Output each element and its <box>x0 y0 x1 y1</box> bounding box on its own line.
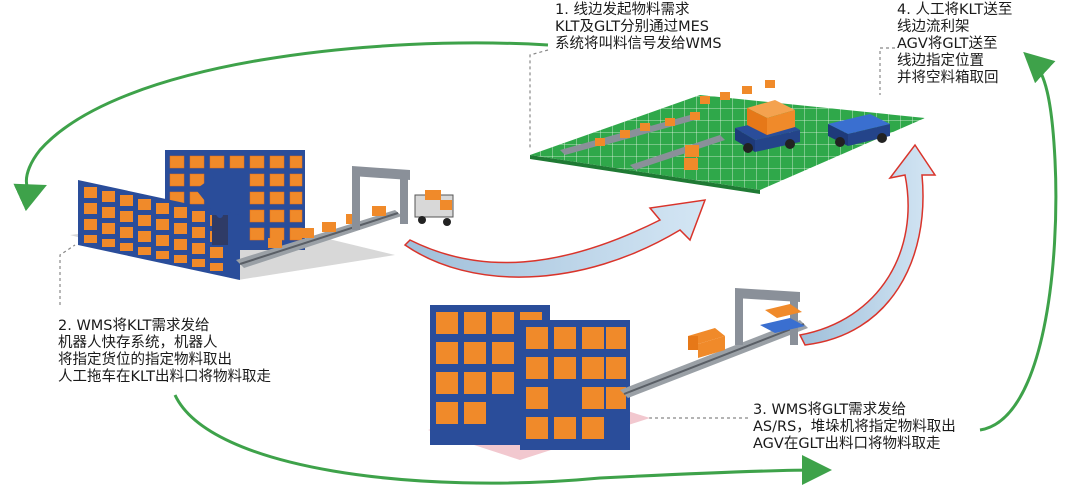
outlet-agv-icon <box>760 304 805 333</box>
glt-gate <box>735 288 800 345</box>
step-4-line-2: 线边流利架 <box>897 19 970 35</box>
step-4-label: 4. 人工将KLT送至 线边流利架 AGV将GLT送至 线边指定位置 并将空料箱… <box>897 2 1012 87</box>
cycle-loop <box>13 41 1058 486</box>
klt-conveyor <box>236 206 402 268</box>
glt-conveyor <box>620 320 808 398</box>
line-side-area <box>530 80 925 194</box>
klt-gate <box>352 166 410 230</box>
step-4-line-5: 并将空料箱取回 <box>897 70 999 86</box>
glt-flow-arrow <box>798 143 937 346</box>
glt-asrs <box>428 288 808 460</box>
asrs-rack-right <box>520 320 630 450</box>
step-2-line-1: 2. WMS将KLT需求发给 <box>58 318 210 334</box>
klt-robot-store <box>70 150 454 280</box>
step-1-line-2: KLT及GLT分别通过MES <box>555 19 709 35</box>
klt-rack-back <box>165 150 305 250</box>
line-side-boxes <box>595 80 775 170</box>
step-2-line-4: 人工拖车在KLT出料口将物料取走 <box>58 369 271 385</box>
step-2-line-2: 机器人快存系统，机器人 <box>58 335 218 351</box>
agv-with-pallet-icon <box>735 100 800 153</box>
step-3-line-1: 3. WMS将GLT需求发给 <box>753 402 907 418</box>
step-4-line-4: 线边指定位置 <box>897 53 984 69</box>
step-3-line-2: AS/RS，堆垛机将指定物料取出 <box>753 419 956 435</box>
robot-arm-icon <box>195 177 228 245</box>
empty-agv-icon <box>828 114 890 147</box>
step-3-line-3: AGV在GLT出料口将物料取走 <box>753 436 941 452</box>
step-1-label: 1. 线边发起物料需求 KLT及GLT分别通过MES 系统将叫料信号发给WMS <box>555 2 722 53</box>
step-1-line-1: 1. 线边发起物料需求 <box>555 2 690 18</box>
step-2-line-3: 将指定货位的指定物料取出 <box>58 352 232 368</box>
step-4-line-3: AGV将GLT送至 <box>897 36 998 52</box>
klt-flow-arrow <box>403 199 707 278</box>
step-4-line-1: 4. 人工将KLT送至 <box>897 2 1013 18</box>
step-1-line-3: 系统将叫料信号发给WMS <box>555 36 722 52</box>
tugger-cart-icon <box>414 190 454 226</box>
step-2-label: 2. WMS将KLT需求发给 机器人快存系统，机器人 将指定货位的指定物料取出 … <box>58 318 271 386</box>
step-3-label: 3. WMS将GLT需求发给 AS/RS，堆垛机将指定物料取出 AGV在GLT出… <box>753 402 956 453</box>
